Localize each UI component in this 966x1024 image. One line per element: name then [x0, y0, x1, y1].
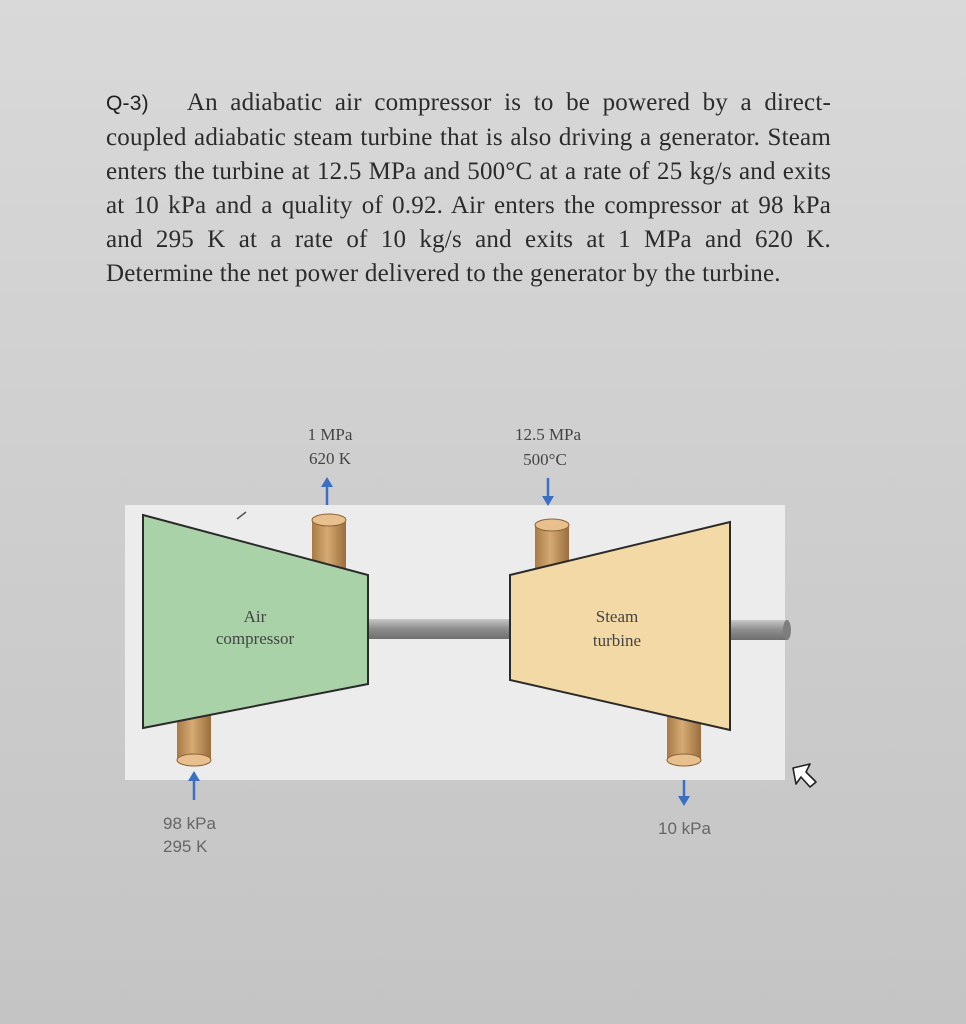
turbine-inlet-temperature: 500°C: [523, 450, 567, 469]
compressor-inlet-temperature: 295 K: [163, 837, 208, 856]
compressor-outlet-pipe-end: [311, 513, 347, 527]
turbine-label-line1: Steam: [596, 607, 639, 626]
arrow-up-icon: [321, 477, 333, 505]
compressor-label-line2: compressor: [216, 629, 295, 648]
question-text: An adiabatic air compressor is to be pow…: [106, 89, 831, 287]
turbine-outlet-pressure: 10 kPa: [658, 819, 711, 838]
compressor-outlet-temperature: 620 K: [309, 449, 352, 468]
compressor-inlet-pipe: [177, 715, 211, 760]
turbine-inlet-pressure: 12.5 MPa: [515, 425, 582, 444]
steam-turbine-body: [509, 520, 731, 732]
arrow-down-icon: [542, 478, 554, 506]
question-number: Q-3): [106, 92, 149, 115]
turbine-outlet-pipe-end: [666, 753, 702, 767]
arrow-up-icon: [188, 771, 200, 800]
generator-shaft: [730, 620, 787, 640]
air-compressor-body: [142, 513, 369, 730]
shaft-end: [783, 620, 791, 640]
compressor-label-line1: Air: [244, 607, 267, 626]
question-block: Q-3)An adiabatic air compressor is to be…: [106, 86, 831, 291]
compressor-inlet-pressure: 98 kPa: [163, 814, 216, 833]
compressor-inlet-pipe-end: [176, 753, 212, 767]
coupling-shaft: [365, 619, 510, 639]
mouse-pointer-icon: [792, 763, 817, 788]
stray-mark: [236, 511, 247, 520]
turbine-label-line2: turbine: [593, 631, 641, 650]
arrow-down-icon: [678, 780, 690, 806]
turbine-inlet-pipe-end: [534, 518, 570, 532]
compressor-outlet-pressure: 1 MPa: [308, 425, 353, 444]
